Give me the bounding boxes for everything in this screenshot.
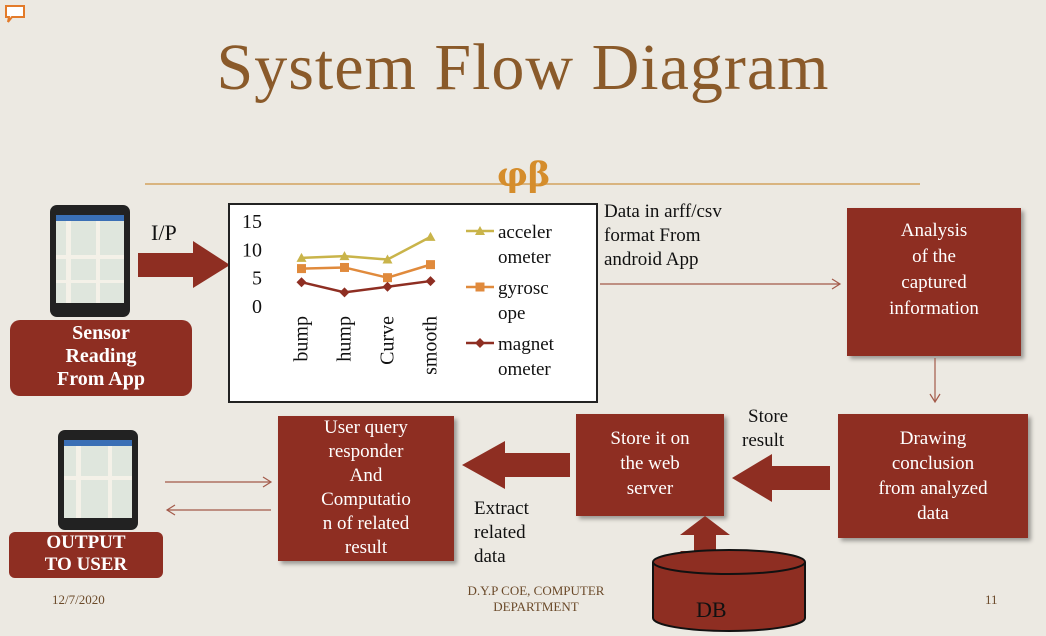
legend-label: magnet	[498, 334, 555, 355]
conclusion-line: from analyzed	[878, 478, 988, 499]
analysis-to-conclusion-arrow	[929, 358, 941, 404]
legend-label: gyrosc	[498, 278, 549, 299]
x-tick-label: bump	[291, 316, 313, 362]
input-arrow-label: I/P	[151, 220, 177, 245]
data-point-accelerometer	[382, 254, 393, 264]
sensor-label-line: Sensor	[72, 322, 130, 344]
input-arrow	[138, 241, 230, 288]
server-to-query-arrow	[462, 441, 570, 489]
data-point-accelerometer	[296, 252, 307, 262]
x-tick-label: smooth	[420, 316, 442, 375]
data-point-gyroscope	[340, 262, 349, 272]
analysis-line: Analysis	[900, 220, 968, 241]
sensor-reading-label: Sensor Reading From App	[10, 320, 192, 396]
sensor-label-line: Reading	[65, 345, 137, 367]
query-line: n of related	[322, 513, 410, 534]
legend-label: ope	[498, 303, 525, 324]
extract-text: Extract related data	[474, 497, 529, 569]
analysis-line: information	[889, 298, 979, 319]
sensor-chart-frame	[228, 203, 598, 403]
y-tick-label: 15	[242, 211, 262, 233]
data-format-line: format From	[604, 225, 701, 246]
web-server-line: server	[626, 478, 674, 499]
store-result-line: result	[742, 430, 785, 451]
legend-marker-magnetometer	[475, 338, 485, 348]
conclusion-line: data	[917, 503, 949, 524]
footer-institution-line: D.Y.P COE, COMPUTER	[467, 583, 605, 598]
legend-label: ometer	[498, 359, 551, 380]
query-line: responder	[328, 441, 404, 462]
x-tick-label: Curve	[377, 316, 399, 365]
data-point-magnetometer	[339, 287, 350, 298]
data-format-line: Data in arff/csv	[604, 201, 722, 222]
query-line: And	[349, 465, 383, 486]
slide-title: System Flow Diagram	[216, 31, 830, 104]
data-point-accelerometer	[425, 231, 436, 241]
sensor-label-line: From App	[57, 368, 145, 390]
comment-icon[interactable]	[4, 4, 26, 24]
legend-marker-accelerometer	[475, 226, 485, 235]
footer-page-number: 11	[985, 592, 998, 607]
series-line-magnetometer	[301, 279, 431, 294]
analysis-line: of the	[912, 246, 956, 267]
conclusion-box: Drawing conclusion from analyzed data	[838, 414, 1028, 538]
data-point-accelerometer	[339, 251, 350, 261]
footer-date: 12/7/2020	[52, 592, 105, 607]
sensor-line-chart: 15 10 5 0 bump hump Curve smooth acceler ometer gy…	[242, 211, 555, 380]
data-to-analysis-arrow	[600, 278, 842, 290]
output-label-line: OUTPUT	[46, 532, 126, 553]
query-line: User query	[324, 417, 408, 438]
db-label: DB	[696, 597, 727, 622]
legend-label: ometer	[498, 247, 551, 268]
x-tick-label: hump	[334, 316, 356, 362]
conclusion-to-server-arrow	[732, 454, 830, 502]
footer-institution-line: DEPARTMENT	[493, 599, 579, 614]
y-tick-label: 5	[252, 268, 262, 290]
series-line-gyroscope	[301, 263, 431, 279]
query-line: Computatio	[321, 489, 411, 510]
conclusion-line: Drawing	[899, 428, 967, 449]
web-server-line: Store it on	[610, 428, 690, 449]
analysis-box: Analysis of the captured information	[847, 208, 1021, 356]
legend-marker-gyroscope	[475, 282, 485, 292]
data-format-text: Data in arff/csv format From android App	[604, 200, 722, 272]
data-point-gyroscope	[297, 264, 306, 274]
y-tick-label: 0	[252, 296, 262, 318]
query-line: result	[344, 537, 388, 558]
database-cylinder	[652, 549, 806, 632]
analysis-line: captured	[901, 272, 967, 293]
footer-institution: D.Y.P COE, COMPUTER DEPARTMENT	[416, 583, 656, 615]
y-tick-label: 10	[242, 239, 262, 261]
data-point-gyroscope	[426, 260, 435, 270]
output-label-line: TO USER	[44, 554, 128, 575]
series-line-accelerometer	[301, 235, 432, 261]
conclusion-line: conclusion	[891, 453, 975, 474]
input-phone-image	[50, 205, 130, 317]
store-result-text: Store result	[742, 405, 788, 453]
output-to-user-label: OUTPUT TO USER	[9, 532, 163, 578]
legend-label: acceler	[498, 222, 552, 243]
extract-line: Extract	[474, 498, 529, 519]
user-query-box: User query responder And Computatio n of…	[278, 416, 454, 561]
extract-line: data	[474, 546, 506, 567]
web-server-line: the web	[620, 453, 680, 474]
data-point-magnetometer	[382, 281, 393, 292]
title-divider	[145, 183, 920, 185]
output-phone-image	[58, 430, 138, 530]
phone-query-arrows	[165, 476, 273, 516]
web-server-box: Store it on the web server	[576, 414, 724, 516]
extract-line: related	[474, 522, 526, 543]
ornament-icon: φβ	[497, 155, 551, 195]
data-format-line: android App	[604, 249, 699, 270]
data-point-gyroscope	[383, 273, 392, 283]
store-result-line: Store	[748, 406, 789, 427]
data-point-magnetometer	[296, 277, 307, 288]
data-point-magnetometer	[425, 276, 436, 287]
